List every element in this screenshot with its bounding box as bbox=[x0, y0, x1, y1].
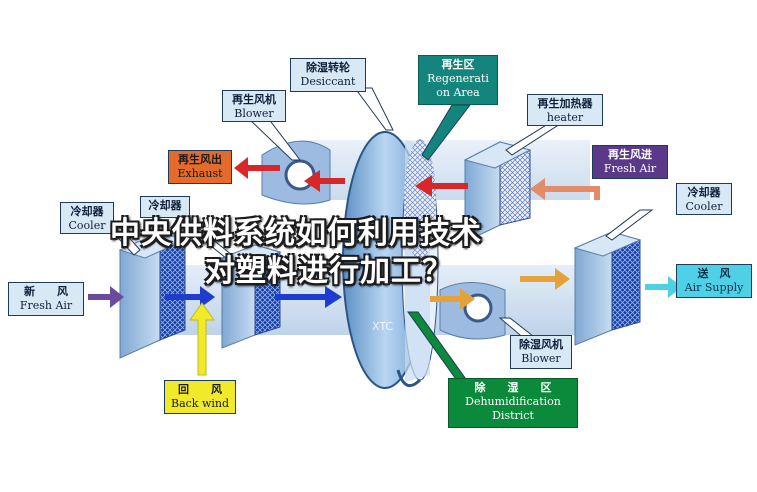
arrow-fresh-air-in bbox=[530, 178, 595, 200]
label-regen-exhaust-cn: 再生风出 bbox=[178, 153, 222, 166]
dehum-blower-unit bbox=[439, 282, 506, 340]
label-cooler-mid: 冷却器 bbox=[140, 196, 190, 218]
label-cooler-mid-cn: 冷却器 bbox=[148, 199, 182, 212]
arrow-to-right-cooler bbox=[520, 268, 570, 290]
label-fresh-air-en: Fresh Air bbox=[19, 299, 73, 312]
label-cooler-right-cn: 冷却器 bbox=[687, 186, 721, 199]
label-regen-exhaust: 再生风出 Exhaust bbox=[168, 150, 232, 184]
label-dehum-blower-en: Blower bbox=[521, 352, 561, 365]
label-regen-blower-en: Blower bbox=[234, 107, 274, 120]
label-desiccant-en: Desiccant bbox=[300, 75, 356, 88]
arrow-exhaust-out bbox=[234, 157, 280, 179]
arrow-back-wind-in bbox=[189, 302, 215, 376]
label-regen-area-en: Regenerati bbox=[427, 72, 489, 85]
label-regen-fresh-air: 再生风进 Fresh Air bbox=[592, 145, 668, 179]
regen-blower-unit bbox=[261, 140, 331, 205]
cooler-mid-unit bbox=[220, 244, 282, 349]
label-cooler-left: 冷却器 Cooler bbox=[60, 202, 114, 234]
label-dehum-blower: 除湿风机 Blower bbox=[510, 335, 572, 369]
label-regen-area: 再生区 Regenerati on Area bbox=[418, 55, 498, 105]
label-air-supply-en: Air Supply bbox=[684, 281, 744, 294]
label-regen-area-en2: on Area bbox=[436, 86, 480, 99]
label-dehum-district: 除 湿 区 Dehumidification District bbox=[448, 378, 578, 428]
label-cooler-right-en: Cooler bbox=[685, 200, 723, 213]
label-cooler-left-cn: 冷却器 bbox=[70, 205, 104, 218]
title-line-2: 对塑料进行加工？ bbox=[205, 254, 453, 289]
label-dehum-district-cn: 除 湿 区 bbox=[474, 381, 552, 394]
label-regen-blower: 再生风机 Blower bbox=[222, 90, 286, 122]
label-air-supply-cn: 送 风 bbox=[697, 267, 731, 280]
label-cooler-right: 冷却器 Cooler bbox=[676, 183, 732, 215]
label-fresh-air: 新 风 Fresh Air bbox=[8, 282, 84, 316]
label-dehum-blower-cn: 除湿风机 bbox=[519, 338, 563, 351]
arrow-to-wheel bbox=[275, 286, 342, 308]
label-regen-fresh-air-en: Fresh Air bbox=[603, 162, 657, 175]
arrow-fresh-air-in-process bbox=[88, 286, 124, 308]
label-back-wind-en: Back wind bbox=[170, 397, 230, 410]
arrow-regen-into-wheel bbox=[415, 175, 468, 197]
label-dehum-district-en2: District bbox=[492, 409, 534, 422]
title-line-1: 中央供料系统如何利用技术 bbox=[110, 216, 482, 251]
cooler-left-unit bbox=[118, 231, 187, 359]
arrow-air-supply-out bbox=[645, 276, 682, 298]
label-regen-fresh-air-cn: 再生风进 bbox=[608, 148, 652, 161]
cooler-right-unit bbox=[573, 231, 642, 346]
label-desiccant: 除湿转轮 Desiccant bbox=[290, 58, 366, 92]
arrow-to-dehum-blower bbox=[430, 288, 475, 310]
arrow-wheel-to-blower bbox=[304, 170, 345, 192]
label-regen-heater-cn: 再生加热器 bbox=[537, 97, 593, 110]
label-dehum-district-en: Dehumidification bbox=[465, 395, 561, 408]
label-air-supply: 送 风 Air Supply bbox=[676, 264, 752, 298]
label-regen-exhaust-en: Exhaust bbox=[177, 167, 223, 180]
label-regen-heater-en: heater bbox=[546, 111, 584, 124]
label-regen-blower-cn: 再生风机 bbox=[232, 93, 276, 106]
label-regen-heater: 再生加热器 heater bbox=[527, 94, 603, 126]
label-back-wind: 回 风 Back wind bbox=[164, 380, 236, 414]
arrow-to-mid-cooler bbox=[165, 286, 215, 308]
watermark-text: XTC bbox=[372, 320, 393, 333]
label-desiccant-cn: 除湿转轮 bbox=[306, 61, 350, 74]
label-cooler-left-en: Cooler bbox=[68, 219, 106, 232]
label-regen-area-cn: 再生区 bbox=[441, 58, 475, 71]
label-back-wind-cn: 回 风 bbox=[178, 383, 222, 396]
heater-unit bbox=[463, 141, 532, 243]
label-fresh-air-cn: 新 风 bbox=[24, 285, 68, 298]
desiccant-wheel bbox=[342, 131, 439, 389]
